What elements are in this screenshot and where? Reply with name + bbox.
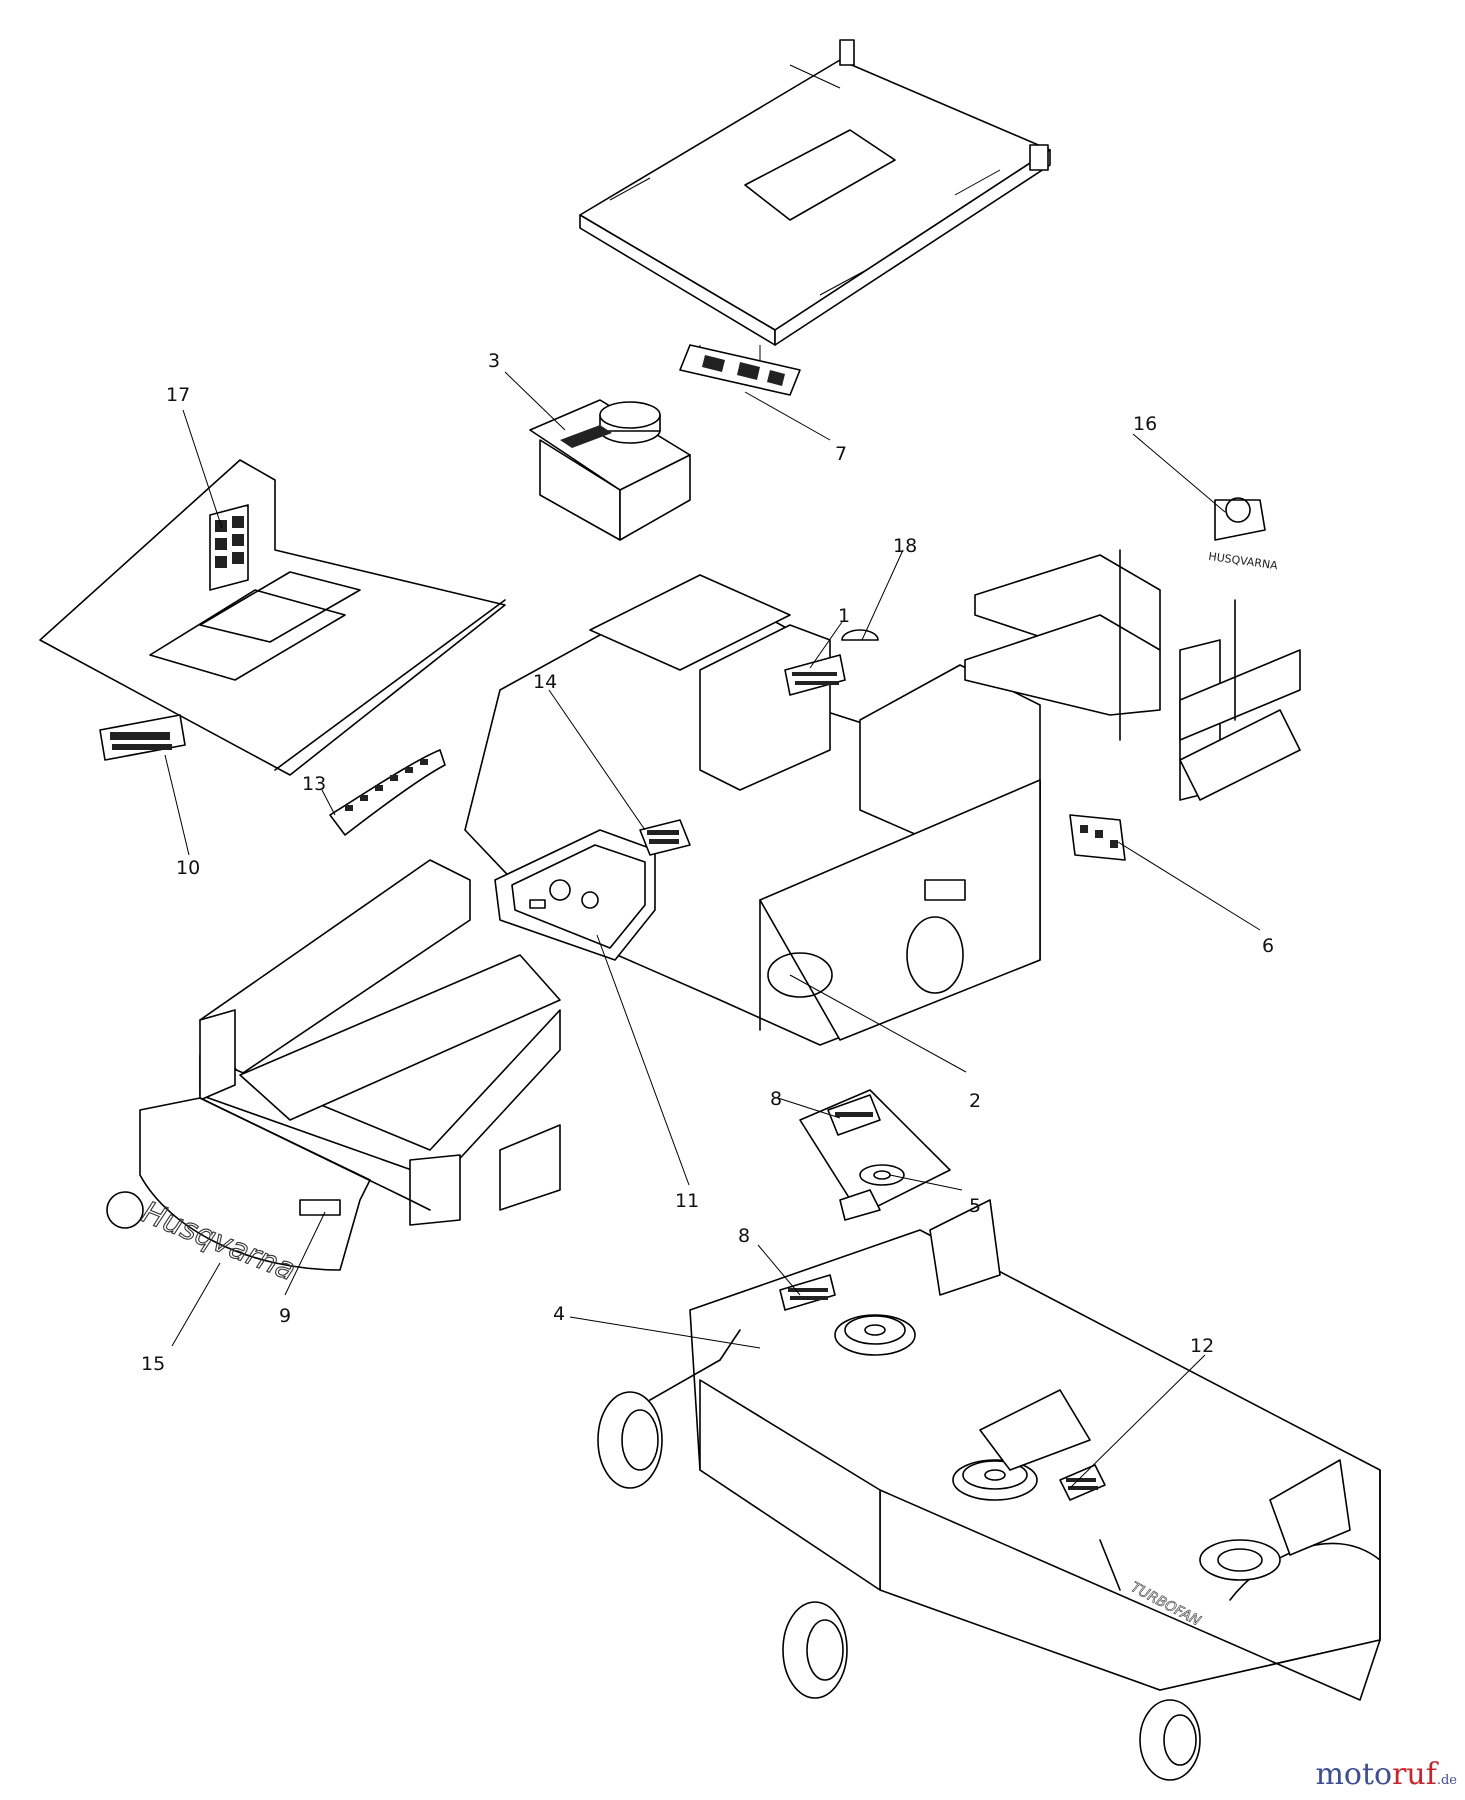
belt-cover — [799, 1089, 951, 1221]
mower-deck: TURBOFAN — [689, 1199, 1381, 1701]
seat-decal — [679, 344, 801, 396]
callout-1: 1 — [838, 605, 850, 627]
roll-bar — [964, 549, 1301, 801]
gauge-wheels — [597, 1329, 1201, 1781]
watermark-part2: ruf — [1392, 1757, 1437, 1792]
watermark-part1: moto — [1315, 1757, 1393, 1792]
front-bumper — [139, 1097, 431, 1271]
callout-12: 12 — [1190, 1335, 1214, 1357]
callout-5: 5 — [969, 1195, 981, 1217]
callout-16: 16 — [1133, 413, 1157, 435]
callout-8-lower: 8 — [738, 1225, 750, 1247]
rear-panel-decal — [1069, 814, 1126, 861]
callout-3: 3 — [488, 350, 500, 372]
svg-text:HUSQVARNA: HUSQVARNA — [1208, 550, 1279, 573]
callout-8-upper: 8 — [770, 1088, 782, 1110]
callout-9: 9 — [279, 1305, 291, 1327]
callout-17: 17 — [166, 384, 190, 406]
watermark-part3: .de — [1436, 1773, 1457, 1788]
height-scale-decal — [329, 749, 446, 836]
callout-6: 6 — [1262, 935, 1274, 957]
callout-numbers: 1 2 3 4 5 6 7 8 8 9 10 11 12 13 14 15 16… — [141, 350, 1274, 1375]
frame-top-decal — [784, 654, 846, 696]
control-panel — [494, 819, 691, 961]
callout-10: 10 — [176, 857, 200, 879]
callout-18: 18 — [893, 535, 917, 557]
husqvarna-crown-decal: HUSQVARNA — [1208, 497, 1279, 573]
small-cap-part — [841, 629, 879, 641]
site-watermark: motoruf.de — [1315, 1757, 1457, 1792]
seat-pan — [579, 39, 1051, 360]
floor-pan — [39, 459, 506, 776]
front-frame-arms — [199, 859, 561, 1226]
fuel-tank — [529, 399, 691, 541]
callout-15: 15 — [141, 1353, 165, 1375]
callout-11: 11 — [675, 1190, 699, 1212]
main-frame — [464, 574, 1041, 1046]
callout-14: 14 — [533, 671, 557, 693]
callout-4: 4 — [553, 1303, 565, 1325]
callout-7: 7 — [835, 443, 847, 465]
callout-13: 13 — [302, 773, 326, 795]
leader-lines — [164, 371, 1261, 1489]
callout-2: 2 — [969, 1090, 981, 1112]
